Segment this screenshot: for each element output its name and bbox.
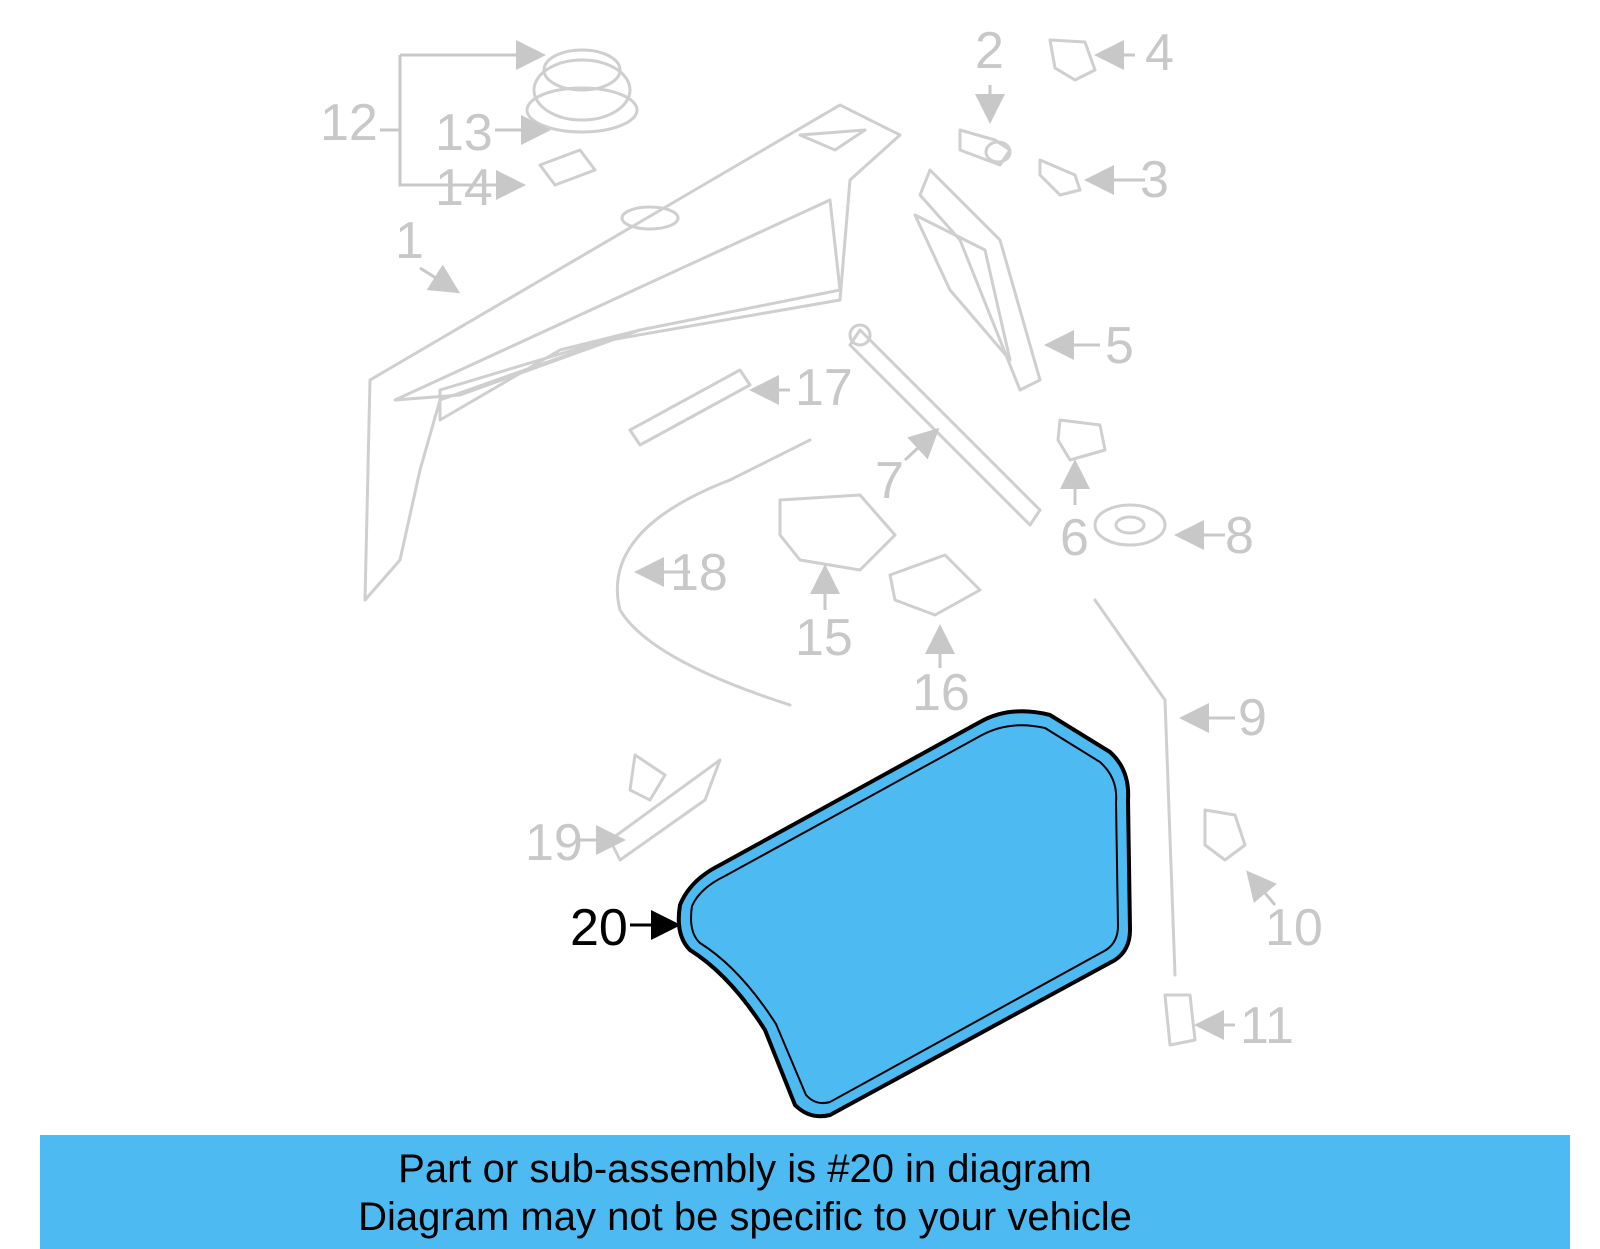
lock-cylinder-part	[958, 128, 1012, 167]
clip-part	[1048, 38, 1097, 82]
callout-15: 15	[795, 609, 853, 667]
trunk-lid-part	[363, 103, 902, 602]
weatherstrip-part	[676, 709, 1133, 1119]
callout-6: 6	[1060, 509, 1089, 567]
trim-panel-part	[628, 368, 752, 447]
callout-12: 12	[320, 94, 378, 152]
callout-4: 4	[1145, 24, 1174, 82]
callout-11: 11	[1240, 997, 1294, 1055]
callout-17: 17	[795, 359, 853, 417]
striker-part	[888, 553, 982, 617]
key-part	[1038, 158, 1082, 197]
callout-20: 20	[570, 899, 628, 957]
hinge-part	[913, 168, 1042, 392]
callout-1: 1	[395, 212, 424, 270]
gas-strut-part	[848, 323, 1042, 527]
grommet-part	[1093, 503, 1167, 547]
release-cable-part	[615, 438, 812, 707]
callout-13: 13	[435, 104, 493, 162]
callout-14: 14	[435, 159, 493, 217]
callout-5: 5	[1105, 317, 1134, 375]
switch-part	[538, 148, 597, 187]
callout-16: 16	[912, 664, 970, 722]
callout-10: 10	[1265, 899, 1323, 957]
rod-part	[1093, 598, 1177, 977]
emblem-part	[525, 48, 639, 134]
latch-part	[778, 493, 897, 572]
callout-19: 19	[525, 814, 583, 872]
bushing-part	[1163, 993, 1197, 1047]
callout-9: 9	[1238, 689, 1267, 747]
callout-3: 3	[1140, 151, 1169, 209]
bracket-part	[1203, 808, 1247, 862]
banner-line-2: Diagram may not be specific to your vehi…	[358, 1195, 1132, 1239]
callout-8: 8	[1225, 507, 1254, 565]
info-banner: Part or sub-assembly is #20 in diagram D…	[40, 1135, 1570, 1249]
callout-2: 2	[975, 22, 1004, 80]
holder-part	[608, 753, 722, 862]
bumper-part	[1056, 418, 1107, 462]
callout-18: 18	[670, 544, 728, 602]
leader-lines	[380, 40, 1277, 1040]
callout-7: 7	[875, 452, 904, 510]
banner-line-1: Part or sub-assembly is #20 in diagram	[398, 1147, 1092, 1191]
